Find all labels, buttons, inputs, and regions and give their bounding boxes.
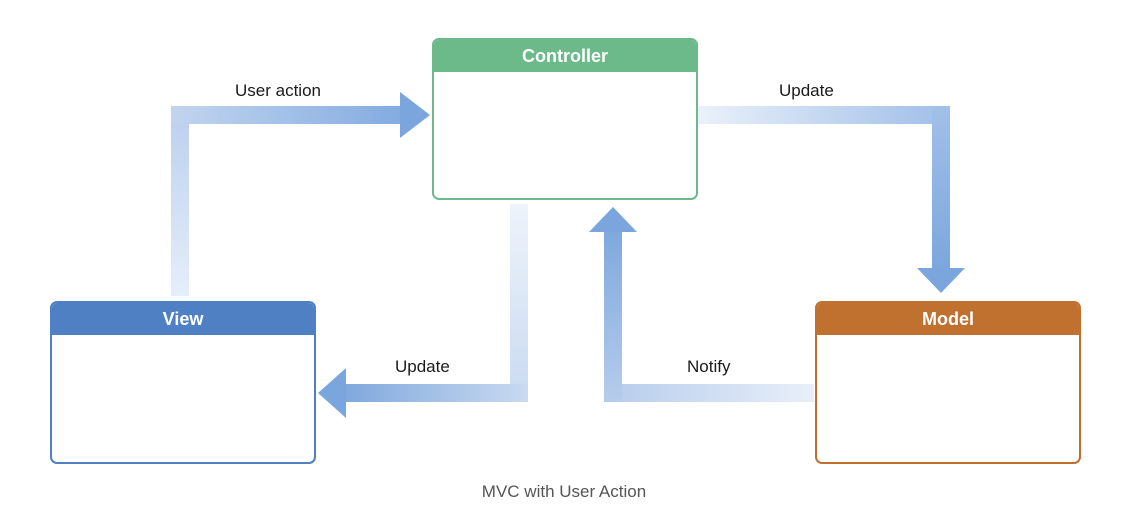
label-user-action: User action [235,81,321,100]
label-notify: Notify [687,357,731,376]
arrow-notify [589,207,814,402]
controller-header: Controller [434,40,696,72]
model-title: Model [922,309,974,329]
controller-box: Controller [432,38,698,200]
view-title: View [162,309,204,329]
figure-caption: MVC with User Action [481,482,647,501]
label-update-view: Update [395,357,450,376]
label-update-model: Update [779,81,834,100]
view-header: View [52,303,314,335]
arrow-update-view [318,204,528,418]
model-header: Model [817,303,1079,335]
model-box: Model [815,301,1081,464]
arrow-user-action [171,92,430,296]
arrow-update-model [698,106,965,293]
controller-title: Controller [521,46,608,66]
view-box: View [50,301,316,464]
